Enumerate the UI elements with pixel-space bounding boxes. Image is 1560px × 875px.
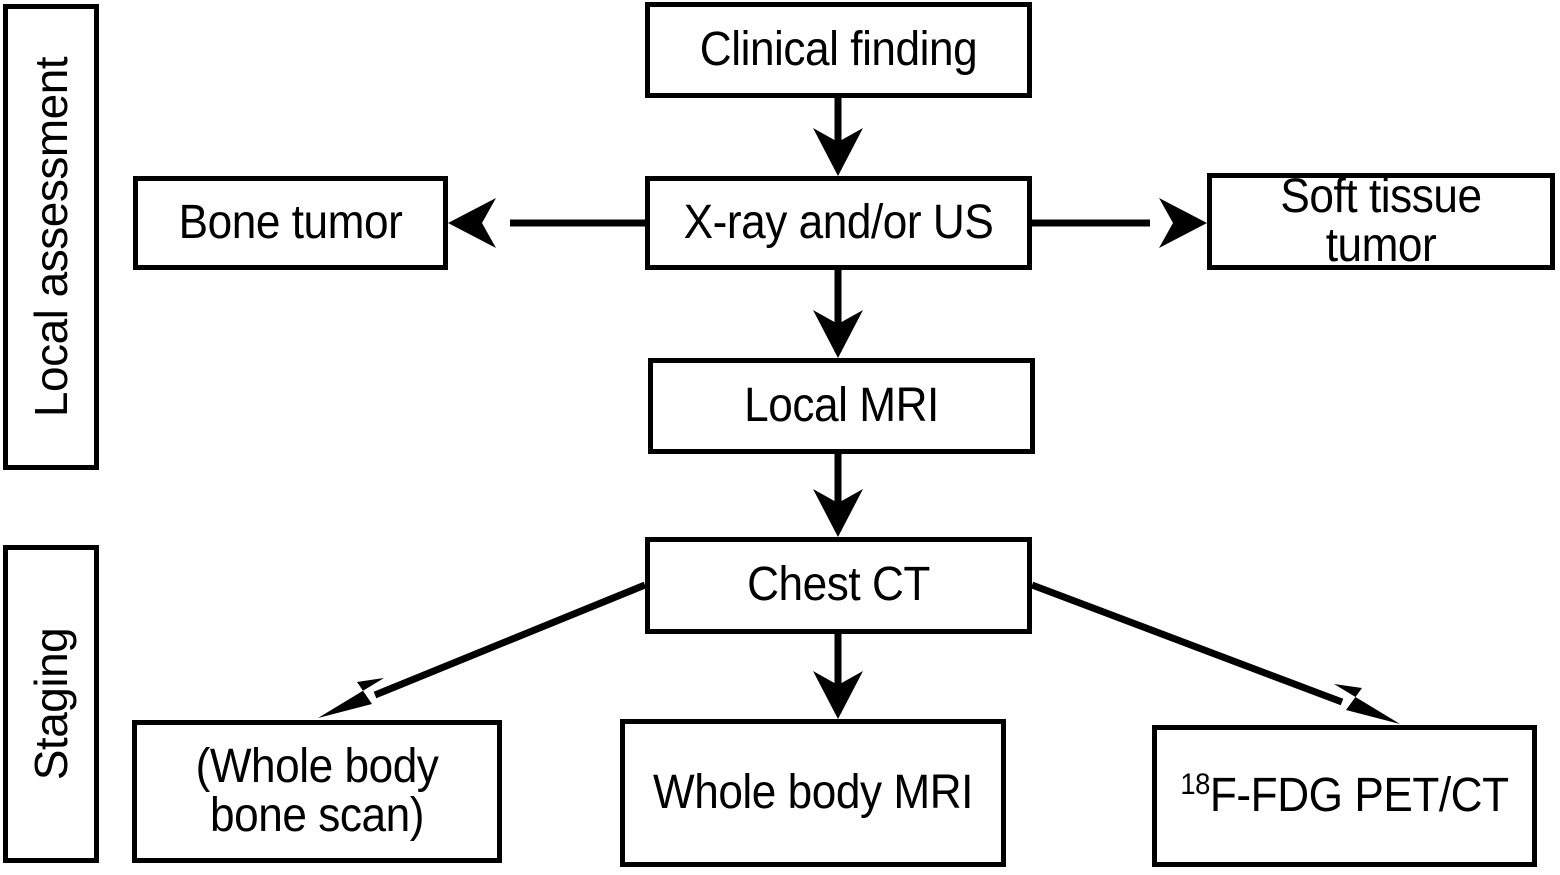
node-xray-and-or-us[interactable]: X-ray and/or US <box>645 176 1032 270</box>
node-fdg-pet-ct-main: F-FDG PET/CT <box>1209 768 1509 822</box>
node-clinical-finding-label: Clinical finding <box>699 22 978 76</box>
node-whole-body-bone-scan[interactable]: (Whole body bone scan) <box>132 720 502 863</box>
node-chest-ct[interactable]: Chest CT <box>645 537 1032 634</box>
node-whole-body-mri[interactable]: Whole body MRI <box>620 719 1006 867</box>
phase-band-local-assessment: Local assessment <box>3 4 99 470</box>
edge-chest-ct-to-bone-scan <box>318 581 647 718</box>
node-bone-tumor[interactable]: Bone tumor <box>133 176 448 270</box>
phase-band-local-assessment-label: Local assessment <box>25 56 77 418</box>
node-local-mri[interactable]: Local MRI <box>648 358 1035 454</box>
node-xray-and-or-us-label: X-ray and/or US <box>683 195 994 249</box>
phase-band-staging-label: Staging <box>25 627 77 781</box>
node-clinical-finding[interactable]: Clinical finding <box>645 2 1032 98</box>
node-bone-tumor-label: Bone tumor <box>178 195 403 249</box>
edge-clinical-to-xray <box>813 98 863 176</box>
edge-local-mri-to-chest-ct <box>813 454 863 537</box>
node-whole-body-bone-scan-line1: (Whole body <box>195 739 439 793</box>
node-fdg-pet-ct-superscript: 18 <box>1180 767 1210 801</box>
edge-xray-to-bone-tumor <box>448 198 645 248</box>
node-whole-body-bone-scan-line2: bone scan) <box>210 788 424 842</box>
node-local-mri-label: Local MRI <box>744 378 939 432</box>
edge-chest-ct-to-pet-ct <box>1030 581 1400 724</box>
node-soft-tissue-tumor-label: Soft tissue tumor <box>1280 169 1482 272</box>
node-whole-body-bone-scan-label: (Whole body bone scan) <box>151 739 482 842</box>
phase-band-staging: Staging <box>3 545 99 863</box>
edge-chest-ct-to-whole-body-mri <box>813 634 863 719</box>
edge-xray-to-local-mri <box>813 270 863 358</box>
node-soft-tissue-tumor[interactable]: Soft tissue tumor <box>1207 169 1555 272</box>
node-whole-body-mri-label: Whole body MRI <box>653 765 973 819</box>
node-chest-ct-label: Chest CT <box>747 558 930 612</box>
node-fdg-pet-ct-label: 18F-FDG PET/CT <box>1172 768 1517 822</box>
node-fdg-pet-ct[interactable]: 18F-FDG PET/CT <box>1152 725 1537 867</box>
edge-xray-to-soft-tissue-tumor <box>1032 198 1207 248</box>
